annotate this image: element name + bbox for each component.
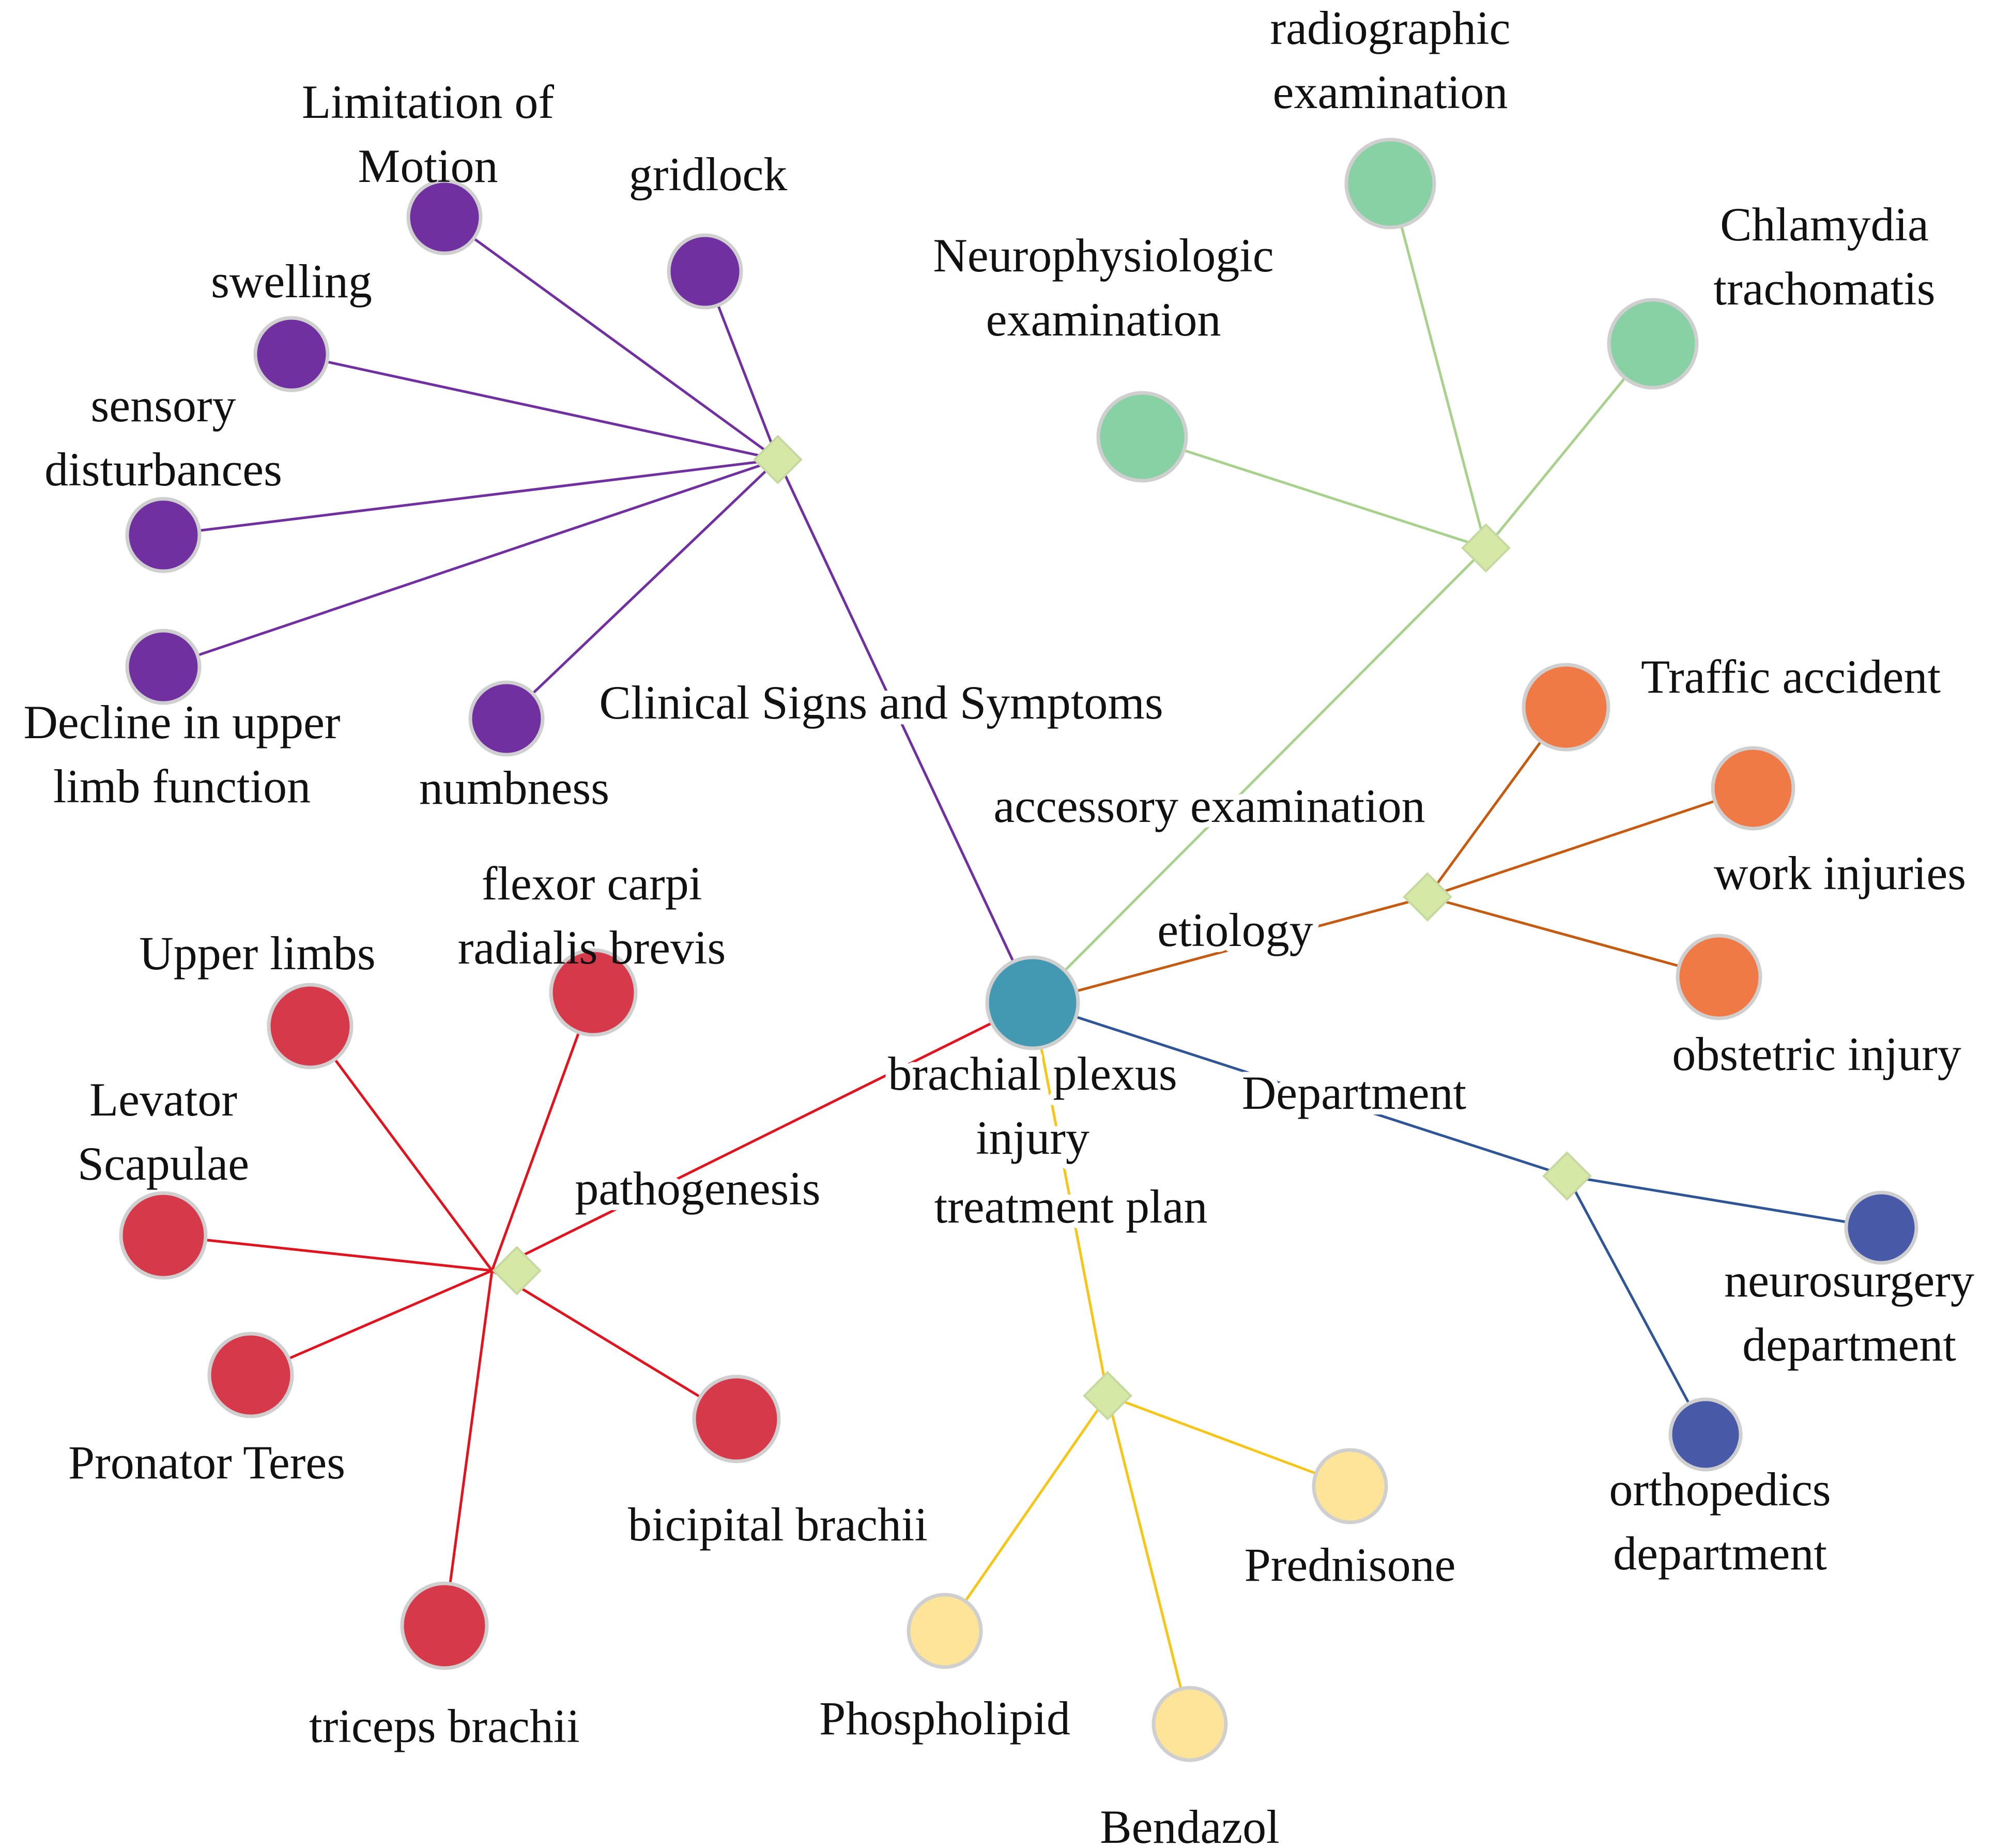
label-obstetric-injury: obstetric injury xyxy=(1672,1028,1961,1080)
edge-pathogenesis-flexor xyxy=(490,992,595,1271)
edge-clinical-decline xyxy=(163,458,778,668)
node-limitation-of-motion[interactable] xyxy=(406,179,483,255)
hub-nodes xyxy=(492,435,1592,1421)
node-radiographic-examination[interactable] xyxy=(1344,138,1436,230)
leaf-nodes xyxy=(119,138,1918,1762)
label-swelling: swelling xyxy=(211,255,372,308)
node-orthopedics-department[interactable] xyxy=(1668,1397,1743,1472)
edge-center-etiology xyxy=(1032,895,1428,1004)
label-gridlock: gridlock xyxy=(629,148,788,201)
node-bendazol[interactable] xyxy=(1151,1686,1228,1762)
label-phospholipid: Phospholipid xyxy=(819,1692,1070,1745)
department-hub-diamond[interactable] xyxy=(1542,1151,1592,1201)
edge-pathogenesis-bicipital xyxy=(491,1269,738,1421)
labels: Clinical Signs and Symptoms accessory ex… xyxy=(23,2,1974,1848)
etiology-hub-diamond[interactable] xyxy=(1403,872,1452,922)
edge-clinical-limitation xyxy=(443,216,779,461)
node-decline-upper-limb[interactable] xyxy=(125,629,202,705)
label-prednisone: Prednisone xyxy=(1245,1538,1456,1591)
edges xyxy=(163,183,1882,1724)
label-bicipital-brachii: bicipital brachii xyxy=(628,1498,928,1551)
edge-department-orthopedics xyxy=(1565,1175,1707,1435)
label-traffic-accident: Traffic accident xyxy=(1641,650,1941,703)
node-sensory-disturbances[interactable] xyxy=(125,497,202,573)
node-pronator-teres[interactable] xyxy=(207,1332,294,1418)
label-numbness: numbness xyxy=(419,761,609,814)
node-gridlock[interactable] xyxy=(667,233,743,310)
node-upper-limbs[interactable] xyxy=(267,983,354,1070)
node-triceps-brachii[interactable] xyxy=(400,1581,489,1670)
edge-department-neurosurgery xyxy=(1567,1174,1882,1229)
edge-treatment-prednisone xyxy=(1107,1394,1350,1488)
branch-label-department: Department xyxy=(1242,1066,1467,1119)
label-work-injuries: work injuries xyxy=(1714,847,1966,899)
node-phospholipid[interactable] xyxy=(907,1593,983,1669)
node-levator-scapulae[interactable] xyxy=(119,1191,208,1280)
edge-clinical-numbness xyxy=(505,459,779,720)
node-obstetric-injury[interactable] xyxy=(1676,934,1762,1020)
label-bendazol: Bendazol xyxy=(1100,1800,1279,1848)
node-flexor-carpi-radialis-brevis[interactable] xyxy=(549,948,638,1037)
branch-label-accessory: accessory examination xyxy=(993,780,1425,832)
node-prednisone[interactable] xyxy=(1312,1448,1388,1524)
branch-label-treatment: treatment plan xyxy=(934,1180,1208,1233)
branch-label-clinical: Clinical Signs and Symptoms xyxy=(599,676,1163,729)
edge-treatment-phospholipid xyxy=(943,1395,1109,1632)
edge-pathogenesis-levator xyxy=(163,1234,493,1272)
node-neurophysiologic-examination[interactable] xyxy=(1096,391,1188,483)
pathogenesis-hub-diamond[interactable] xyxy=(492,1246,542,1295)
label-triceps-brachii: triceps brachii xyxy=(309,1700,580,1752)
edge-pathogenesis-upperlimbs xyxy=(309,1025,494,1272)
edge-center-department xyxy=(1032,1001,1568,1178)
node-neurosurgery-department[interactable] xyxy=(1844,1190,1918,1265)
edge-center-pathogenesis xyxy=(491,1001,1034,1272)
branch-label-etiology: etiology xyxy=(1157,904,1313,956)
edge-treatment-bendazol xyxy=(1106,1395,1191,1724)
node-numbness[interactable] xyxy=(468,680,545,757)
label-upper-limbs: Upper limbs xyxy=(139,927,375,980)
label-pronator-teres: Pronator Teres xyxy=(68,1436,345,1489)
edge-etiology-work xyxy=(1427,787,1754,898)
edge-accessory-neuro xyxy=(1142,435,1486,549)
node-traffic-accident[interactable] xyxy=(1522,663,1610,752)
edge-pathogenesis-triceps xyxy=(443,1270,494,1626)
treatment-hub-diamond[interactable] xyxy=(1083,1371,1132,1421)
branch-label-pathogenesis: pathogenesis xyxy=(575,1162,820,1215)
clinical-hub-diamond[interactable] xyxy=(753,435,803,484)
node-swelling[interactable] xyxy=(253,316,330,392)
edge-clinical-swelling xyxy=(291,353,778,461)
edge-center-clinical xyxy=(776,459,1034,1004)
edge-etiology-obstetric xyxy=(1427,895,1719,979)
node-work-injuries[interactable] xyxy=(1711,746,1795,831)
node-chlamydia-trachomatis[interactable] xyxy=(1607,298,1699,390)
edge-center-accessory xyxy=(1032,547,1487,1004)
edge-center-treatment xyxy=(1031,1002,1109,1396)
accessory-hub-diamond[interactable] xyxy=(1461,523,1511,573)
node-brachial-plexus-injury[interactable] xyxy=(985,955,1080,1050)
node-bicipital-brachii[interactable] xyxy=(692,1374,781,1463)
edge-accessory-radiographic xyxy=(1389,183,1487,548)
edge-pathogenesis-pronator xyxy=(250,1269,493,1377)
edge-clinical-sensory xyxy=(163,458,778,537)
